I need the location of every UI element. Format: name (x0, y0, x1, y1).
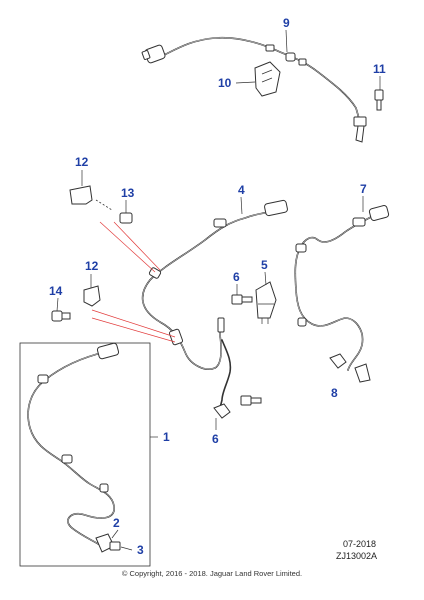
callout-12b: 12 (85, 259, 99, 273)
callout-12a: 12 (75, 155, 89, 169)
callout-6a: 6 (233, 270, 240, 284)
sensor-harness-right (294, 196, 390, 383)
sensor-harness-top (141, 29, 367, 143)
diagram-date: 07-2018 (343, 539, 376, 549)
bracket-12-lower (83, 274, 101, 307)
bracket-12-upper (69, 170, 113, 211)
bolt-11 (374, 76, 384, 111)
bracket-10 (235, 61, 281, 97)
callout-4: 4 (238, 183, 245, 197)
callout-10: 10 (218, 76, 232, 90)
callout-11: 11 (373, 62, 386, 76)
callout-8: 8 (331, 386, 338, 400)
callout-14: 14 (49, 284, 63, 298)
callout-13: 13 (121, 186, 135, 200)
copyright-notice: © Copyright, 2016 - 2018. Jaguar Land Ro… (122, 569, 302, 578)
callout-6b: 6 (212, 432, 219, 446)
sensor-harness-middle (141, 196, 288, 419)
callout-9: 9 (283, 16, 290, 30)
bolt-14 (51, 297, 71, 322)
harness-assembly-box (19, 342, 158, 567)
callout-5: 5 (261, 258, 268, 272)
callout-2: 2 (113, 516, 120, 530)
reference-leaders (91, 221, 176, 343)
bolt-6-upper (231, 284, 253, 305)
diagram-reference: ZJ13002A (336, 551, 377, 561)
callout-3: 3 (137, 543, 144, 557)
callout-1: 1 (163, 430, 170, 444)
callout-7: 7 (360, 182, 367, 196)
bracket-5 (255, 271, 277, 324)
bolt-13 (119, 200, 133, 224)
bolt-6-lower (215, 395, 262, 430)
